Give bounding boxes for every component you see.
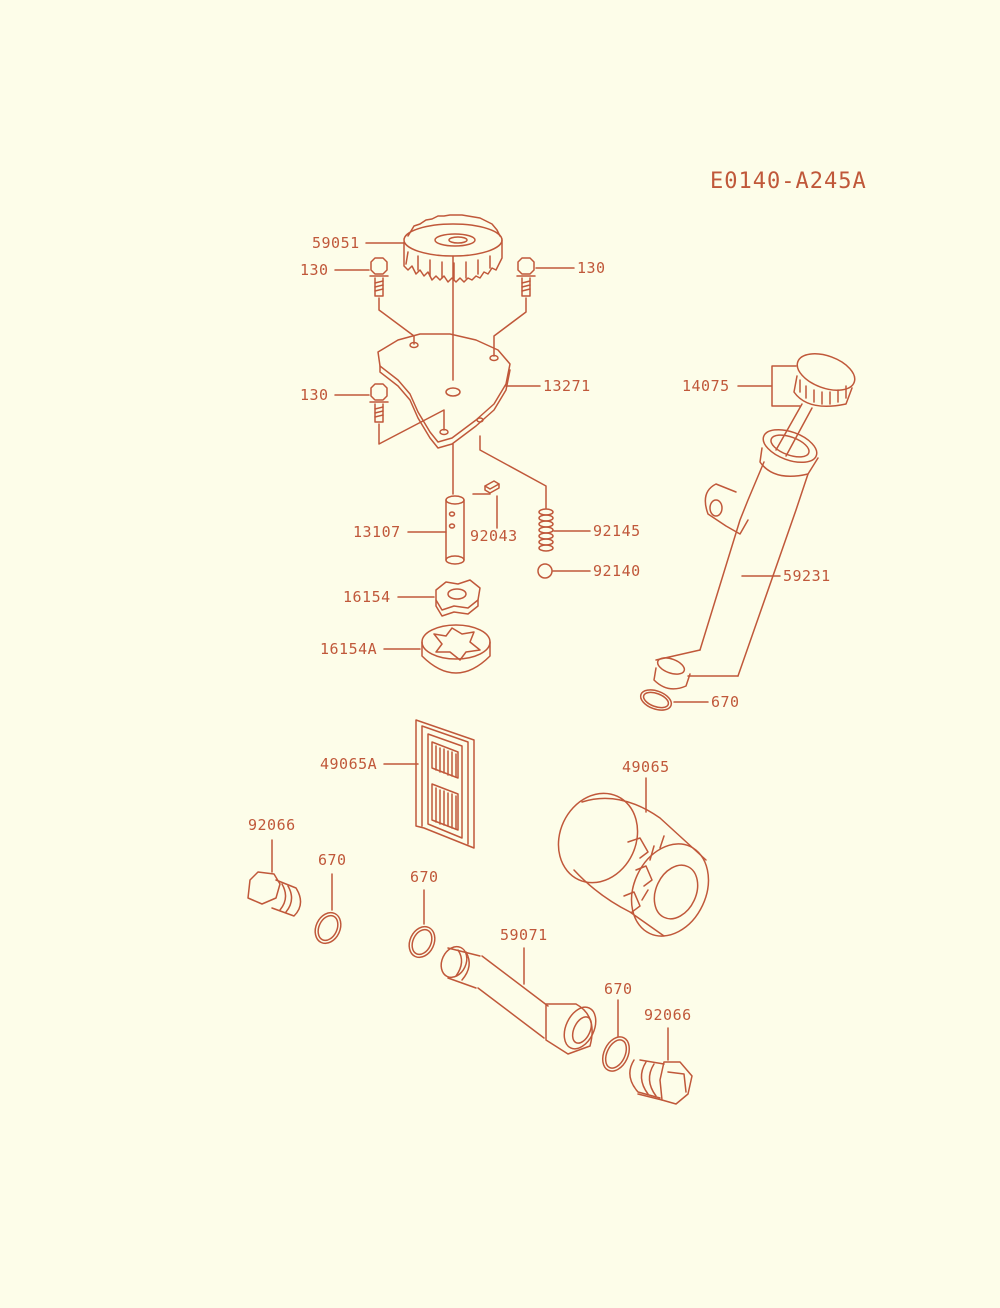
strainer-49065A: [415, 719, 475, 849]
centerline-bolt-mid-left: [378, 409, 445, 445]
label-130-top-left: 130: [300, 261, 329, 279]
label-92145: 92145: [593, 522, 641, 540]
diagram-code: E0140-A245A: [710, 169, 867, 194]
drain-plug-92066-right: [629, 1059, 693, 1105]
label-13107: 13107: [353, 523, 401, 541]
label-92043: 92043: [470, 527, 518, 545]
label-16154A: 16154A: [320, 640, 377, 658]
oring-670-tube: [639, 689, 673, 711]
label-130-top-right: 130: [577, 259, 606, 277]
label-92066-right: 92066: [644, 1006, 692, 1024]
centerline-bolt-top-left: [378, 297, 415, 345]
pin-92043: [484, 480, 500, 494]
label-14075: 14075: [682, 377, 730, 395]
label-670-tube: 670: [711, 693, 740, 711]
inner-rotor-16154: [435, 579, 481, 617]
label-670-left: 670: [318, 851, 347, 869]
bolt-130-top-left: [369, 257, 389, 297]
centerline-bolt-top-right: [493, 297, 527, 357]
label-59051: 59051: [312, 234, 360, 252]
centerline-spring: [479, 435, 547, 509]
ball-92140: [537, 563, 553, 579]
label-670-mid: 670: [410, 868, 439, 886]
label-59071: 59071: [500, 926, 548, 944]
oring-670-left: [314, 911, 342, 945]
label-13271: 13271: [543, 377, 591, 395]
oil-pipe-59071: [440, 945, 597, 1055]
dipstick-cap-14075: [775, 353, 856, 457]
label-16154: 16154: [343, 588, 391, 606]
leader-14075: [737, 365, 801, 407]
dipstick-tube-59231: [653, 428, 819, 690]
bolt-130-mid-left: [369, 383, 389, 423]
pump-cover-13271: [377, 333, 511, 449]
oring-670-mid: [408, 925, 436, 959]
spring-92145: [538, 508, 554, 552]
bolt-130-top-right: [516, 257, 536, 297]
label-49065A: 49065A: [320, 755, 377, 773]
shaft-13107: [445, 495, 465, 565]
label-59231: 59231: [783, 567, 831, 585]
leader-92043: [472, 493, 498, 529]
drain-plug-92066-left: [247, 871, 302, 917]
label-92140: 92140: [593, 562, 641, 580]
label-92066-left: 92066: [248, 816, 296, 834]
label-130-mid-left: 130: [300, 386, 329, 404]
outer-rotor-16154A: [421, 624, 491, 674]
label-670-right: 670: [604, 980, 633, 998]
oil-filter-49065: [557, 792, 710, 937]
label-49065: 49065: [622, 758, 670, 776]
oring-670-right: [601, 1036, 631, 1072]
